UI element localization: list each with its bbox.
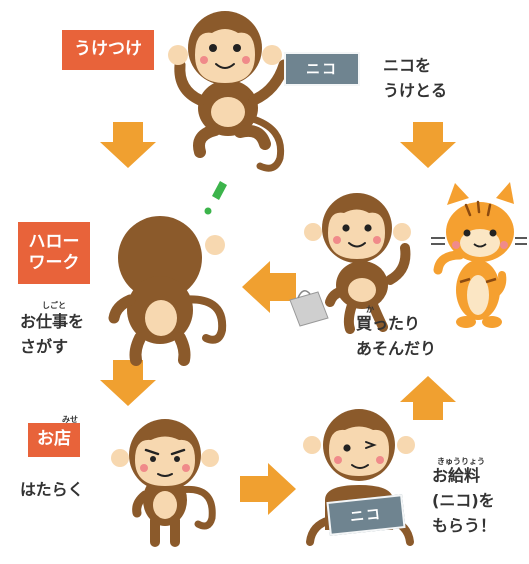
uketsuke-label-text: うけつけ (74, 39, 142, 60)
shopping-caption-line2: あそんだり (356, 338, 437, 358)
shop-label: お店 (28, 423, 80, 457)
nico-receive-caption-line2: うけとる (383, 80, 448, 100)
arrow-down-1 (100, 122, 156, 168)
monkey-shopping-illustration (289, 193, 411, 334)
salary-caption-line1: お給料 (432, 466, 481, 485)
hellowork-caption-line1: お仕事を (20, 312, 85, 331)
shop-ruby: みせ (62, 415, 78, 424)
salary-ruby: きゅうりょう (437, 457, 485, 466)
hellowork-caption-line2: さがす (20, 336, 69, 356)
hellowork-ruby: しごと (42, 301, 66, 310)
arrow-right (240, 463, 296, 515)
hellowork-label-line1: ハロー (28, 231, 80, 252)
arrow-down-3 (100, 360, 156, 406)
monkey-working-illustration (111, 419, 219, 547)
hellowork-caption: お仕事を さがす (20, 310, 84, 360)
arrow-up (400, 376, 456, 420)
arrow-left (242, 261, 296, 313)
salary-caption: お給料 (ニコ)を もらう！ (432, 464, 496, 538)
nico-receive-caption-line1: ニコを (383, 56, 432, 75)
salary-caption-line3: もらう！ (432, 515, 497, 535)
shop-caption: はたらく (20, 480, 84, 499)
nico-card-bottom-text: ニコ (349, 506, 383, 526)
arrow-down-2 (400, 122, 456, 168)
shopping-ruby: か (366, 305, 374, 314)
hellowork-label-line2: ワーク (28, 253, 80, 273)
exclamation-icon (204, 181, 227, 215)
shopping-caption: 買ったり あそんだり (356, 312, 436, 362)
nico-card-top: ニコ (284, 52, 360, 86)
nico-card-top-text: ニコ (306, 62, 338, 78)
monkey-running-illustration (168, 11, 290, 172)
shop-label-text: お店 (37, 429, 71, 450)
uketsuke-label: うけつけ (62, 30, 154, 70)
monkey-back-illustration (108, 216, 227, 366)
nico-receive-caption: ニコを うけとる (383, 54, 447, 104)
hellowork-label: ハロー ワーク (18, 222, 90, 284)
shopping-caption-line1: 買ったり (356, 314, 421, 333)
shopping-bag-icon (289, 291, 329, 327)
exclamation-mark-text: ！ (229, 180, 231, 183)
cat-illustration (431, 182, 527, 328)
salary-caption-line2: (ニコ)を (432, 490, 495, 510)
